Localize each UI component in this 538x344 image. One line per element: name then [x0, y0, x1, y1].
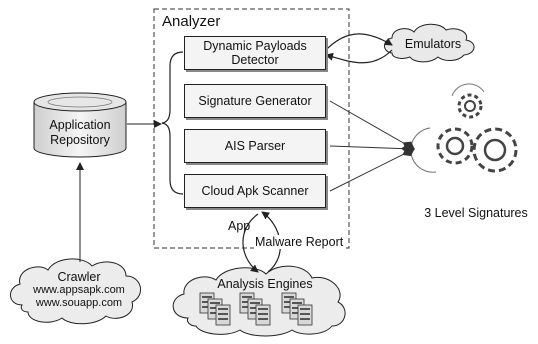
analysis-engines-label: Analysis Engines: [217, 277, 313, 291]
app-flow-label: App: [228, 219, 251, 233]
module-brace: [161, 51, 184, 195]
link-detector-emulators: [323, 33, 393, 53]
emulators-cloud: [384, 23, 475, 63]
malware-report-label: Malware Report: [254, 235, 345, 249]
dynamic-payloads-detector-box: Dynamic Payloads Detector: [184, 36, 326, 70]
crawler-cloud: [10, 258, 141, 325]
repository-label-line2: Repository: [50, 133, 110, 147]
ais-parser-label: AIS Parser: [224, 139, 286, 153]
arrow-generator-to-signatures: [329, 100, 415, 151]
arrow-scanner-to-signatures: [329, 147, 415, 192]
analyzer-container: [153, 8, 350, 249]
crawler-site-2: www.souapp.com: [35, 297, 123, 309]
repository-label-line1: Application: [49, 118, 111, 132]
emulators-label: Emulators: [404, 37, 462, 51]
arrow-app-to-engines: [242, 213, 259, 273]
arrow-parser-to-signatures: [329, 143, 415, 154]
cloud-apk-scanner-box: Cloud Apk Scanner: [184, 174, 326, 208]
application-repository-cylinder: [33, 92, 127, 158]
cloud-apk-scanner-label: Cloud Apk Scanner: [201, 184, 309, 198]
signature-generator-box: Signature Generator: [184, 84, 326, 118]
link-emulators-detector: [325, 49, 393, 64]
ais-parser-box: AIS Parser: [184, 129, 326, 163]
signatures-label: 3 Level Signatures: [424, 206, 528, 220]
signature-generator-label: Signature Generator: [198, 94, 312, 108]
analyzer-title: Analyzer: [162, 13, 221, 30]
crawler-title: Crawler: [57, 270, 101, 284]
gears-icon: [410, 83, 518, 173]
crawler-site-1: www.appsapk.com: [33, 284, 125, 296]
dynamic-payloads-detector-label: Dynamic Payloads Detector: [203, 39, 307, 67]
